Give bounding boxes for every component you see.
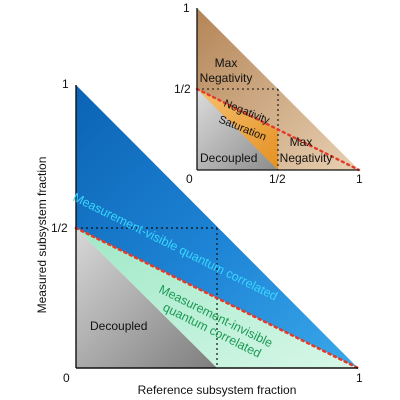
inset-label-max-top-line2: Negativity — [200, 71, 253, 85]
inset-y-tick-half: 1/2 — [174, 82, 191, 96]
x-tick-1: 1 — [356, 371, 363, 385]
inset-x-tick-1: 1 — [356, 172, 363, 186]
boundary-dotted-line — [74, 226, 360, 370]
y-tick-half: 1/2 — [51, 221, 68, 235]
inset-label-max-right-line1: Max — [290, 135, 313, 149]
inset-label-max-right-line2: Negativity — [280, 151, 333, 165]
y-tick-1: 1 — [62, 77, 69, 91]
y-axis-label: Measured subsystem fraction — [35, 157, 49, 314]
inset-label-decoupled: Decoupled — [200, 151, 257, 165]
inset-plot: 1 1/2 0 1/2 1 Max Negativity Negativity … — [174, 1, 363, 186]
label-decoupled: Decoupled — [90, 319, 147, 333]
region-decoupled — [76, 228, 217, 368]
x-axis-label: Reference subsystem fraction — [138, 383, 297, 397]
inset-y-tick-1: 1 — [183, 1, 190, 15]
inset-label-max-top-line1: Max — [215, 56, 238, 70]
inset-region-decoupled — [197, 89, 278, 170]
inset-x-tick-0: 0 — [186, 172, 193, 186]
inset-x-tick-half: 1/2 — [269, 172, 286, 186]
x-tick-0: 0 — [63, 371, 70, 385]
region-visible — [76, 85, 358, 368]
inset-boundary-dotted-line — [195, 87, 361, 172]
